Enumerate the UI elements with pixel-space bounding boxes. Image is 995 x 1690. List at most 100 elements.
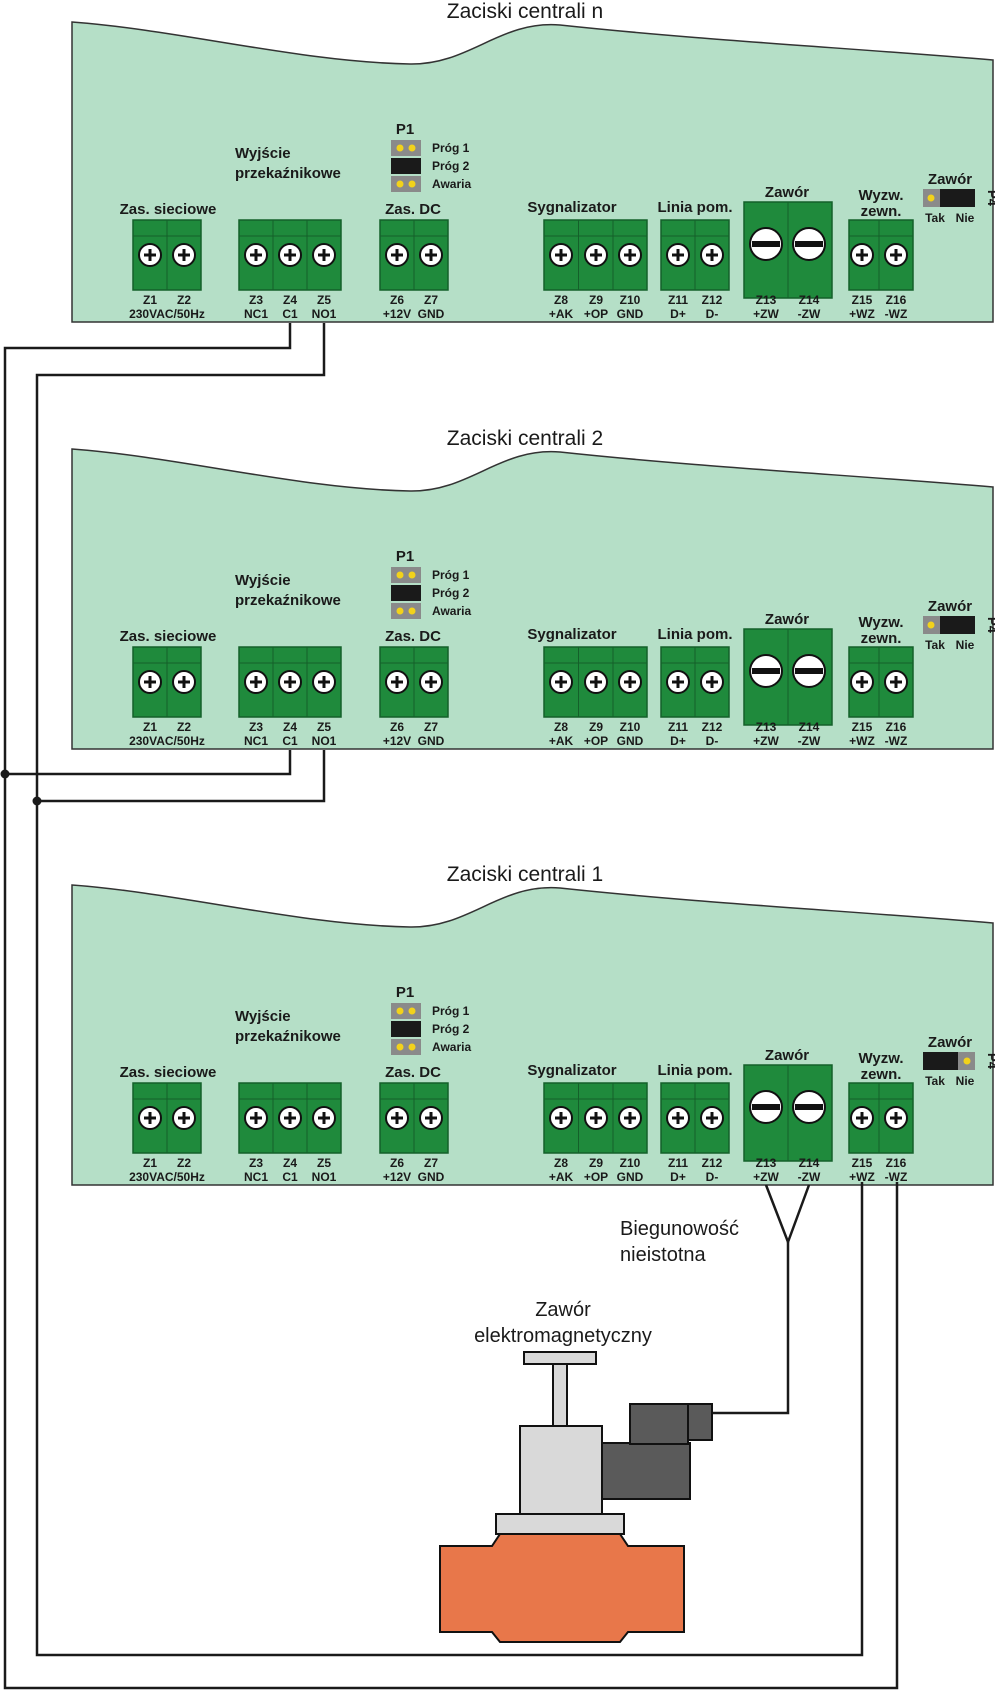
cross-slot-icon — [318, 1112, 330, 1124]
group-label-relay-line2: przekaźnikowe — [235, 1028, 341, 1045]
cross-slot-icon — [391, 1112, 403, 1124]
terminal-id-label: Z1 — [143, 1156, 157, 1170]
group-label-signaller: Sygnalizator — [527, 199, 616, 216]
valve-flange — [495, 1513, 625, 1535]
cross-slot-icon — [144, 1112, 156, 1124]
group-label-mains: Zas. sieciowe — [120, 201, 217, 218]
terminal-id-label: Z6 — [390, 720, 404, 734]
terminal-id-label: Z14 — [799, 1156, 820, 1170]
jumper-p1-option: Próg 2 — [432, 1022, 470, 1036]
terminal-id-label: Z6 — [390, 293, 404, 307]
terminal-id-label: Z5 — [317, 720, 331, 734]
jumper-p1-option: Próg 1 — [432, 568, 470, 582]
terminal-signal-label: -ZW — [798, 734, 821, 748]
terminal-id-label: Z15 — [852, 720, 873, 734]
terminal-signal-label: GND — [617, 1170, 644, 1184]
cross-slot-icon — [284, 676, 296, 688]
flat-slot-icon — [752, 668, 780, 674]
terminal-signal-label: +OP — [584, 1170, 608, 1184]
cross-slot-icon — [672, 249, 684, 261]
pin-icon — [963, 1057, 971, 1065]
solenoid-valve — [439, 1351, 713, 1643]
jumper-p1-option: Próg 2 — [432, 159, 470, 173]
jumper-pins — [391, 567, 421, 583]
cross-slot-icon — [318, 676, 330, 688]
terminal-signal-label: NC1 — [244, 307, 268, 321]
terminal-id-label: Z5 — [317, 293, 331, 307]
board-title: Zaciski centrali 2 — [447, 427, 603, 450]
group-label-relay-line2: przekaźnikowe — [235, 165, 341, 182]
mains-voltage-label: 230VAC/50Hz — [129, 734, 205, 748]
cross-slot-icon — [590, 1112, 602, 1124]
valve-coil-head — [629, 1403, 689, 1445]
jumper-p1-row: Awaria — [391, 176, 471, 192]
terminal-id-label: Z3 — [249, 720, 263, 734]
pin-icon — [396, 1007, 404, 1015]
pin-icon — [408, 144, 416, 152]
mains-terminal-block — [132, 219, 202, 291]
pin-icon — [396, 180, 404, 188]
signaller-terminal-block — [543, 646, 648, 718]
group-label-dc: Zas. DC — [385, 1064, 441, 1081]
terminal-signal-label: +WZ — [849, 307, 875, 321]
terminal-signal-label: C1 — [282, 307, 298, 321]
line-terminal-block — [660, 1082, 730, 1154]
terminal-signal-label: -WZ — [885, 1170, 908, 1184]
cross-slot-icon — [856, 1112, 868, 1124]
terminal-id-label: Z13 — [756, 293, 777, 307]
jumper-cap — [391, 1021, 421, 1037]
terminal-signal-label: GND — [617, 734, 644, 748]
terminal-id-label: Z12 — [702, 1156, 723, 1170]
valve-label-line2: elektromagnetyczny — [474, 1325, 652, 1347]
cross-slot-icon — [672, 676, 684, 688]
group-label-signaller: Sygnalizator — [527, 626, 616, 643]
terminal-signal-label: D+ — [670, 307, 686, 321]
pin-icon — [408, 1007, 416, 1015]
valve-label-line1: Zawór — [535, 1299, 591, 1321]
group-label-line: Linia pom. — [658, 199, 733, 216]
cross-slot-icon — [391, 676, 403, 688]
terminal-signal-label: GND — [418, 1170, 445, 1184]
group-label-trigger-line2: zewn. — [861, 203, 902, 220]
annotations: Biegunowość nieistotna Zawór elektromagn… — [474, 1218, 739, 1347]
jumper-pins — [391, 603, 421, 619]
flat-slot-icon — [795, 241, 823, 247]
jumper-p1-option: Próg 1 — [432, 1004, 470, 1018]
cross-slot-icon — [856, 249, 868, 261]
cross-slot-icon — [284, 249, 296, 261]
cross-slot-icon — [250, 1112, 262, 1124]
junction-dot — [32, 796, 42, 806]
jumper-p4-title: Zawór — [928, 1034, 972, 1051]
jumper-p4-no: Nie — [956, 211, 975, 225]
cross-slot-icon — [706, 249, 718, 261]
valve-terminal-block — [743, 1064, 833, 1162]
pin-icon — [396, 1043, 404, 1051]
jumper-p4-no: Nie — [956, 1074, 975, 1088]
terminal-signal-label: +12V — [383, 307, 411, 321]
cross-slot-icon — [178, 676, 190, 688]
dc-terminal-block — [379, 646, 449, 718]
jumper-p4-yes: Tak — [925, 638, 945, 652]
terminal-signal-label: NO1 — [312, 307, 337, 321]
wires-layer — [0, 323, 899, 1690]
group-label-trigger-line2: zewn. — [861, 1066, 902, 1083]
jumper-p4-name: P4 — [985, 190, 995, 207]
terminal-id-label: Z7 — [424, 293, 438, 307]
cross-slot-icon — [144, 249, 156, 261]
terminal-id-label: Z13 — [756, 720, 777, 734]
cross-slot-icon — [284, 1112, 296, 1124]
terminal-id-label: Z2 — [177, 1156, 191, 1170]
jumper-p4-name: P4 — [985, 617, 995, 634]
flat-slot-icon — [795, 668, 823, 674]
line-terminal-block — [660, 646, 730, 718]
terminal-id-label: Z9 — [589, 1156, 603, 1170]
terminal-id-label: Z10 — [620, 720, 641, 734]
valve-connector — [687, 1403, 713, 1441]
jumper-p1-name: P1 — [396, 984, 414, 1001]
terminal-signal-label: D+ — [670, 734, 686, 748]
board-title: Zaciski centrali n — [447, 0, 603, 23]
terminal-id-label: Z16 — [886, 720, 907, 734]
